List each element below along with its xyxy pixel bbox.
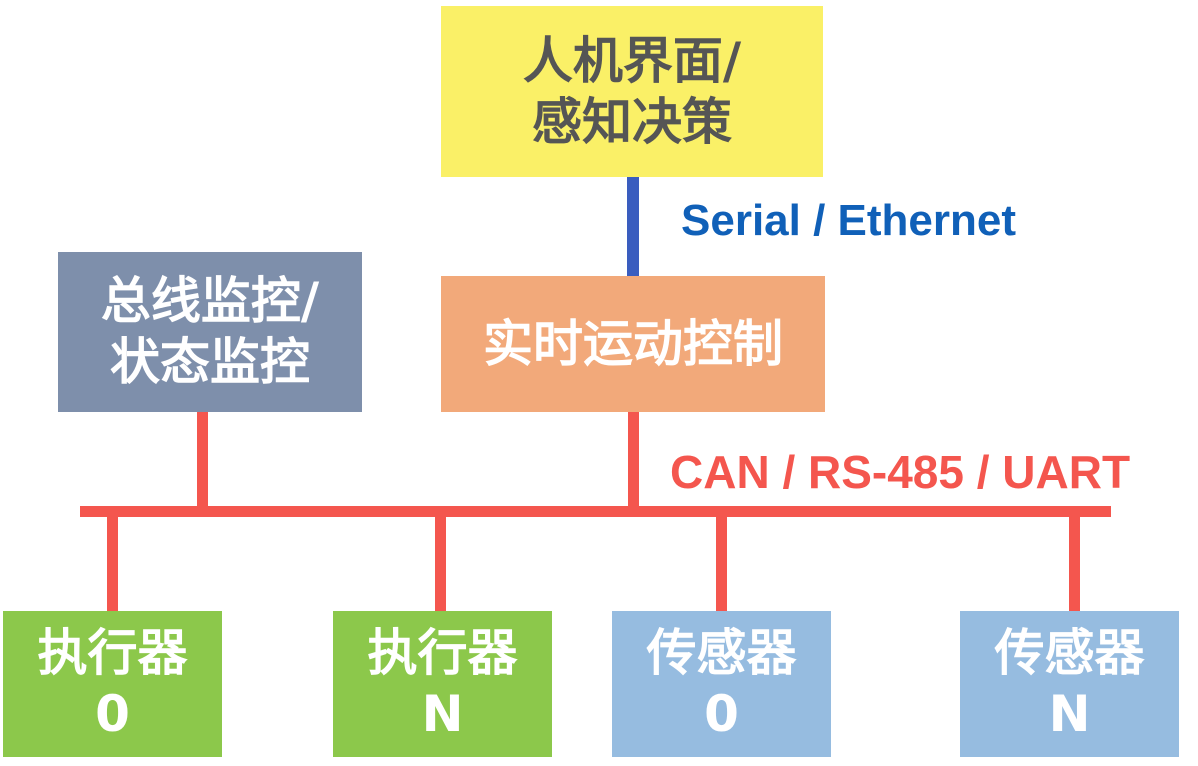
actuator-0-node: 执行器 0 <box>3 611 222 757</box>
bus-drop-actuator-n <box>435 511 446 612</box>
actuator-n-node: 执行器 N <box>333 611 552 757</box>
sensor-0-node: 传感器 0 <box>612 611 831 757</box>
bus-monitor-node-line2: 状态监控 <box>110 333 310 391</box>
hmi-node-line2: 感知决策 <box>532 92 732 151</box>
actuator-0-node-line1: 执行器 <box>37 624 188 682</box>
bus-drop-sensor-0 <box>716 511 727 612</box>
sensor-n-node-line1: 传感器 <box>994 624 1145 682</box>
realtime-control-node-line1: 实时运动控制 <box>483 314 783 373</box>
sensor-n-node-line2: N <box>1048 685 1091 743</box>
actuator-n-node-line2: N <box>421 685 464 743</box>
sensor-0-node-line2: 0 <box>704 685 739 743</box>
actuator-n-node-line1: 执行器 <box>367 624 518 682</box>
bus-line <box>80 506 1111 517</box>
monitor-to-bus-line <box>197 411 208 512</box>
bus-drop-sensor-n <box>1069 511 1080 612</box>
bus-monitor-node: 总线监控/ 状态监控 <box>58 252 362 412</box>
realtime-to-bus-line <box>628 411 639 512</box>
hmi-node-line1: 人机界面/ <box>522 31 742 90</box>
bus-link-label: CAN / RS-485 / UART <box>670 446 1131 498</box>
serial-link-line <box>627 176 639 276</box>
sensor-n-node: 传感器 N <box>960 611 1179 757</box>
serial-link-label: Serial / Ethernet <box>681 196 1017 245</box>
sensor-0-node-line1: 传感器 <box>646 624 797 682</box>
bus-monitor-node-line1: 总线监控/ <box>100 272 320 330</box>
bus-drop-actuator-0 <box>107 511 118 612</box>
realtime-control-node: 实时运动控制 <box>441 276 825 412</box>
hmi-node: 人机界面/ 感知决策 <box>441 6 823 177</box>
actuator-0-node-line2: 0 <box>95 685 130 743</box>
